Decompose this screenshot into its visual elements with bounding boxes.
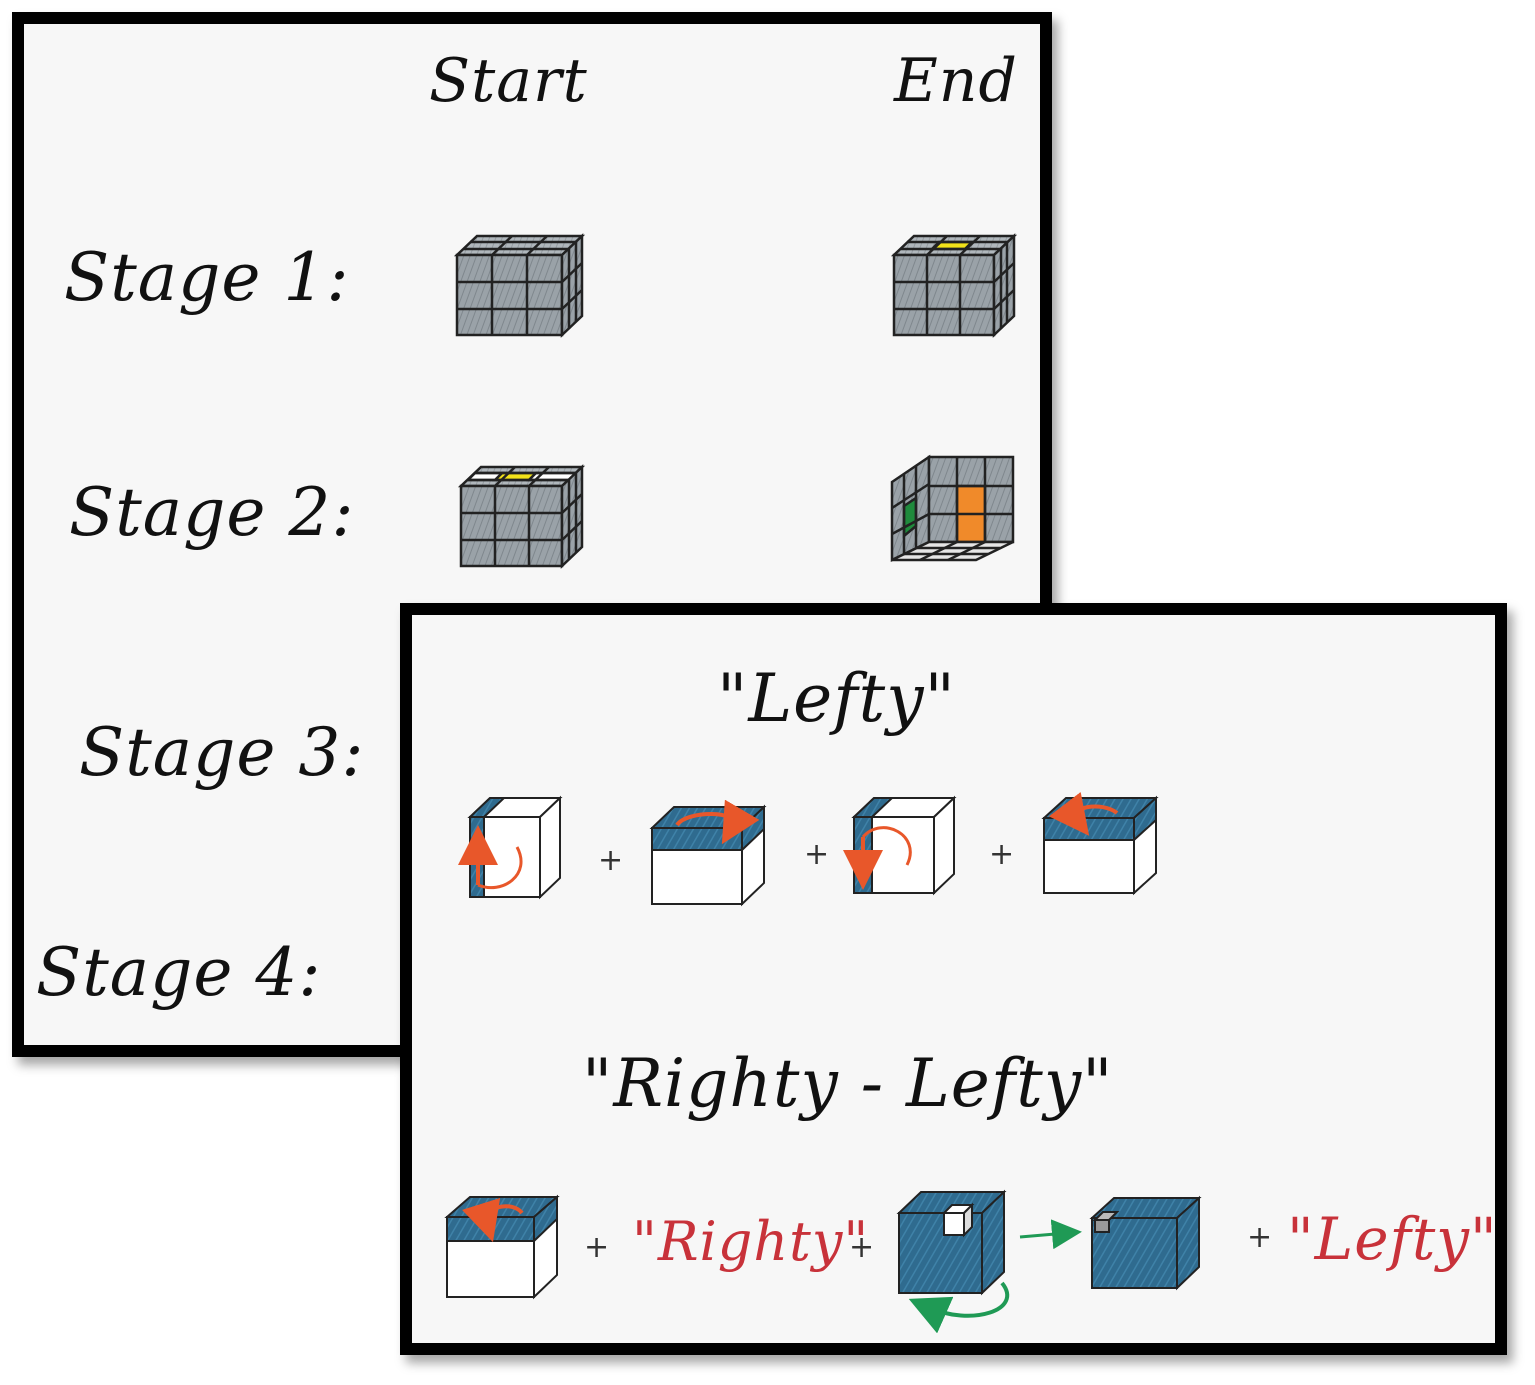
righty-reference: "Righty": [632, 1210, 870, 1273]
lefty-move-1: [458, 795, 563, 900]
lefty-reference: "Lefty": [1287, 1205, 1498, 1273]
plus-sign: +: [804, 837, 830, 872]
stage-2-label: Stage 2:: [69, 474, 355, 551]
righty-lefty-move-1: [444, 1194, 560, 1300]
algorithms-card: "Lefty" "Righty - Lefty" + + + + "Righty…: [400, 603, 1507, 1355]
move-diagrams: [444, 791, 1202, 1334]
stage-1-label: Stage 1:: [64, 239, 350, 316]
rotation-arrow: [1019, 1219, 1082, 1250]
stage-3-label: Stage 3:: [79, 714, 365, 791]
stage-4-label: Stage 4:: [36, 934, 322, 1011]
cube-rotation-start: [896, 1189, 1007, 1296]
righty-lefty-title: "Righty - Lefty": [582, 1045, 1114, 1122]
rotation-curve-arrow: [908, 1281, 1010, 1334]
stage1-start-cube: [453, 233, 586, 338]
plus-sign: +: [849, 1230, 875, 1265]
plus-sign: +: [584, 1230, 610, 1265]
stage-cubes: [453, 233, 1018, 569]
lefty-move-2: [649, 799, 767, 907]
header-start: Start: [429, 46, 588, 116]
header-end: End: [894, 46, 1018, 116]
plus-sign: +: [1247, 1220, 1273, 1255]
plus-sign: +: [598, 843, 624, 878]
cube-rotation-end: [1089, 1195, 1202, 1291]
stage2-start-cube: [457, 464, 586, 569]
stage1-end-cube: [890, 233, 1018, 338]
stage2-end-cube: [890, 454, 1015, 562]
lefty-move-4: [1041, 791, 1159, 896]
plus-sign: +: [989, 837, 1015, 872]
lefty-move-3: [843, 795, 957, 896]
lefty-title: "Lefty": [717, 660, 956, 737]
